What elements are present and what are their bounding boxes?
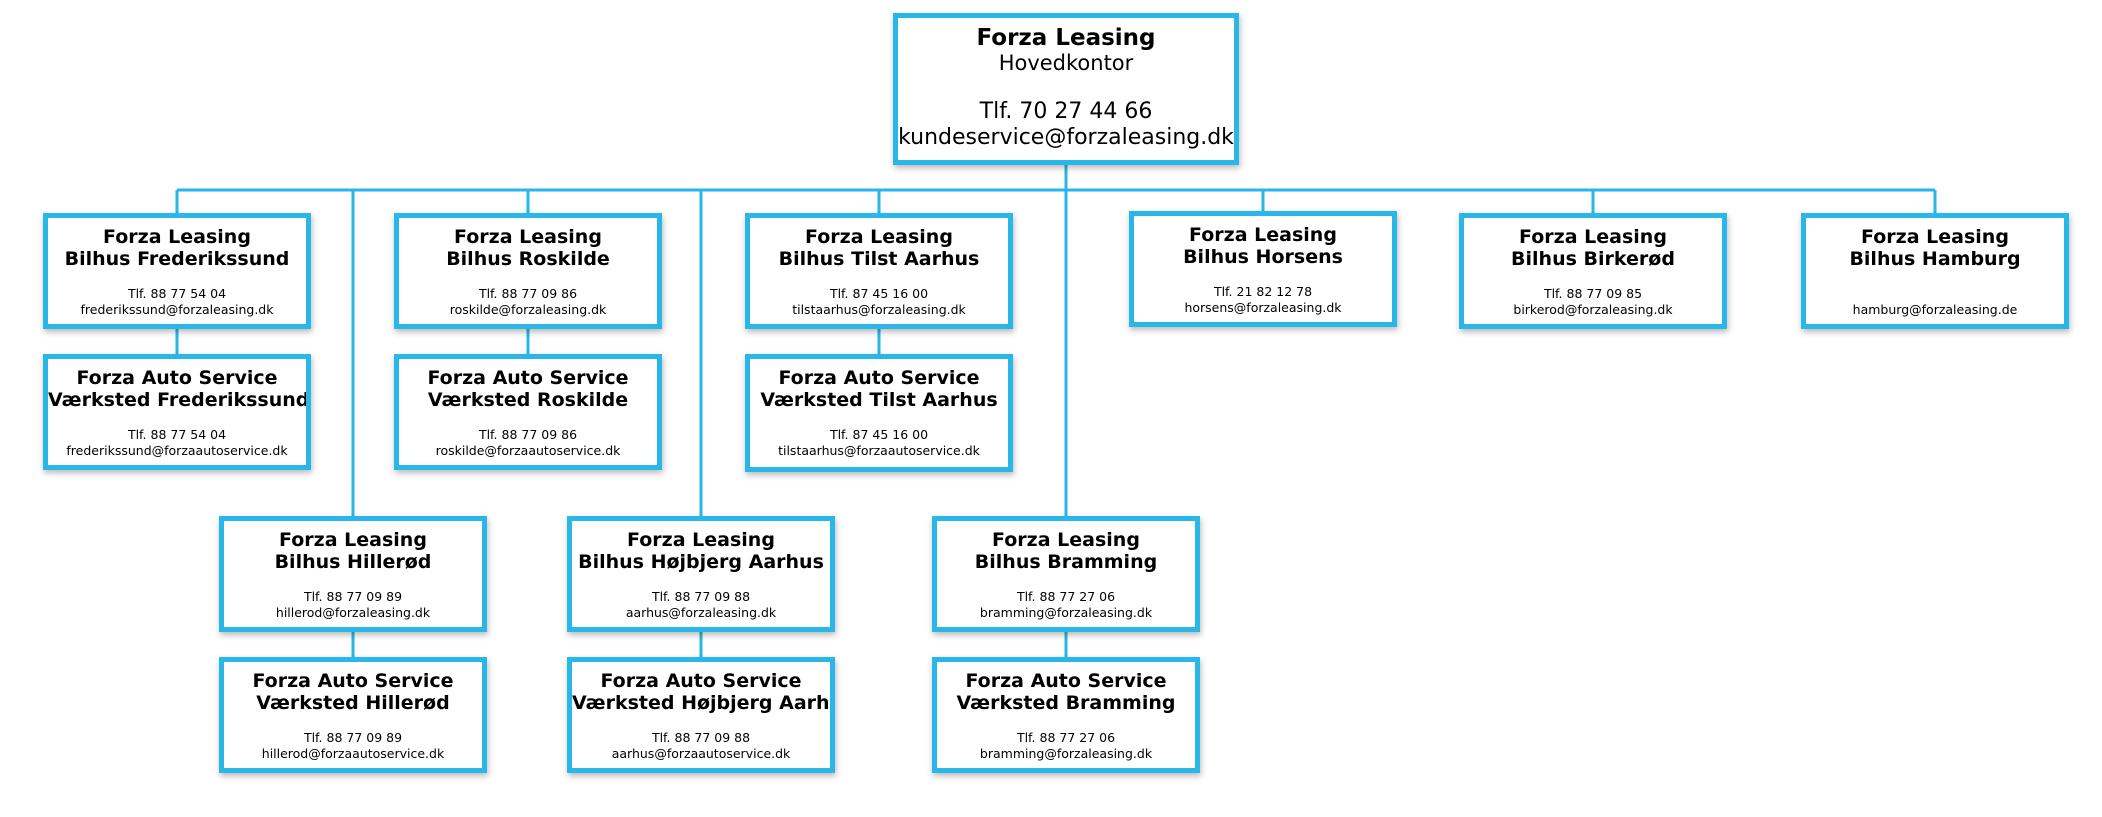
node-phone: Tlf. 88 77 54 04 (127, 427, 227, 442)
node-bilhus-hojbjerg-aarhus: Forza Leasing Bilhus Højbjerg Aarhus Tlf… (567, 516, 835, 632)
node-phone: Tlf. 88 77 09 88 (651, 730, 751, 745)
node-branch-name: Værksted Højbjerg Aarhus (572, 692, 835, 714)
node-phone: Tlf. 87 45 16 00 (829, 427, 929, 442)
node-hq: Forza Leasing Hovedkontor Tlf. 70 27 44 … (893, 13, 1239, 165)
node-branch-name: Bilhus Hillerød (274, 551, 432, 573)
node-branch-name: Værksted Hillerød (256, 692, 450, 714)
node-company-name: Forza Leasing (103, 226, 251, 248)
node-phone: Tlf. 88 77 09 86 (478, 286, 578, 301)
node-email: kundeservice@forzaleasing.dk (898, 125, 1234, 150)
node-branch-name: Bilhus Horsens (1183, 246, 1343, 268)
node-phone: Tlf. 88 77 27 06 (1016, 730, 1116, 745)
node-email: bramming@forzaleasing.dk (979, 605, 1153, 620)
node-company-name: Forza Auto Service (76, 367, 278, 389)
node-email: frederikssund@forzaleasing.dk (80, 302, 274, 317)
node-branch-name: Værksted Roskilde (427, 389, 629, 411)
node-company-name: Forza Auto Service (965, 670, 1167, 692)
node-bilhus-horsens: Forza Leasing Bilhus Horsens Tlf. 21 82 … (1129, 211, 1397, 327)
node-branch-name: Bilhus Birkerød (1511, 248, 1675, 270)
node-vaerksted-tilst-aarhus: Forza Auto Service Værksted Tilst Aarhus… (745, 354, 1013, 472)
node-email: aarhus@forzaautoservice.dk (611, 746, 791, 761)
node-branch-name: Bilhus Tilst Aarhus (778, 248, 980, 270)
node-phone: Tlf. 88 77 27 06 (1016, 589, 1116, 604)
node-vaerksted-hojbjerg-aarhus: Forza Auto Service Værksted Højbjerg Aar… (567, 657, 835, 773)
node-bilhus-hamburg: Forza Leasing Bilhus Hamburg hamburg@for… (1801, 213, 2069, 329)
node-vaerksted-roskilde: Forza Auto Service Værksted Roskilde Tlf… (394, 354, 662, 470)
node-company-name: Forza Auto Service (252, 670, 454, 692)
node-phone: Tlf. 88 77 09 85 (1543, 286, 1643, 301)
node-phone: Tlf. 88 77 09 88 (651, 589, 751, 604)
node-bilhus-roskilde: Forza Leasing Bilhus Roskilde Tlf. 88 77… (394, 213, 662, 329)
node-bilhus-birkerod: Forza Leasing Bilhus Birkerød Tlf. 88 77… (1459, 213, 1727, 329)
node-branch-name: Værksted Bramming (956, 692, 1176, 714)
node-company-name: Forza Leasing (627, 529, 775, 551)
node-email: birkerod@forzaleasing.dk (1513, 302, 1673, 317)
node-email: tilstaarhus@forzaautoservice.dk (778, 443, 980, 458)
node-company-name: Forza Auto Service (600, 670, 802, 692)
node-phone: Tlf. 70 27 44 66 (979, 99, 1153, 124)
node-branch-name: Bilhus Frederikssund (64, 248, 290, 270)
node-branch-name: Værksted Tilst Aarhus (760, 389, 998, 411)
node-email: hillerod@forzaautoservice.dk (261, 746, 445, 761)
node-company-name: Forza Leasing (976, 25, 1156, 51)
node-vaerksted-hillerod: Forza Auto Service Værksted Hillerød Tlf… (219, 657, 487, 773)
node-branch-name: Bilhus Hamburg (1849, 248, 2021, 270)
node-branch-name: Bilhus Højbjerg Aarhus (578, 551, 824, 573)
node-branch-name: Værksted Frederikssund (48, 389, 310, 411)
node-email: horsens@forzaleasing.dk (1184, 300, 1342, 315)
node-company-name: Forza Auto Service (427, 367, 629, 389)
node-phone: Tlf. 88 77 54 04 (127, 286, 227, 301)
node-phone: Tlf. 21 82 12 78 (1213, 284, 1313, 299)
node-bilhus-frederikssund: Forza Leasing Bilhus Frederikssund Tlf. … (43, 213, 311, 329)
node-bilhus-hillerod: Forza Leasing Bilhus Hillerød Tlf. 88 77… (219, 516, 487, 632)
node-phone: Tlf. 88 77 09 86 (478, 427, 578, 442)
node-email: aarhus@forzaleasing.dk (625, 605, 777, 620)
node-email: hillerod@forzaleasing.dk (275, 605, 431, 620)
node-branch-name: Bilhus Bramming (974, 551, 1158, 573)
node-email: roskilde@forzaleasing.dk (449, 302, 607, 317)
node-branch-name: Bilhus Roskilde (446, 248, 610, 270)
node-phone: Tlf. 87 45 16 00 (829, 286, 929, 301)
node-company-name: Forza Leasing (805, 226, 953, 248)
node-company-name: Forza Leasing (454, 226, 602, 248)
node-bilhus-bramming: Forza Leasing Bilhus Bramming Tlf. 88 77… (932, 516, 1200, 632)
node-phone: Tlf. 88 77 09 89 (303, 730, 403, 745)
node-company-name: Forza Leasing (279, 529, 427, 551)
node-email: tilstaarhus@forzaleasing.dk (792, 302, 966, 317)
node-vaerksted-frederikssund: Forza Auto Service Værksted Frederikssun… (43, 354, 311, 470)
node-company-name: Forza Leasing (1861, 226, 2009, 248)
node-email: bramming@forzaleasing.dk (979, 746, 1153, 761)
node-bilhus-tilst-aarhus: Forza Leasing Bilhus Tilst Aarhus Tlf. 8… (745, 213, 1013, 329)
node-email: roskilde@forzaautoservice.dk (435, 443, 621, 458)
node-email: hamburg@forzaleasing.de (1852, 302, 2018, 317)
node-vaerksted-bramming: Forza Auto Service Værksted Bramming Tlf… (932, 657, 1200, 773)
node-company-name: Forza Auto Service (778, 367, 980, 389)
node-company-name: Forza Leasing (1519, 226, 1667, 248)
node-email: frederikssund@forzaautoservice.dk (66, 443, 288, 458)
node-phone: Tlf. 88 77 09 89 (303, 589, 403, 604)
node-company-name: Forza Leasing (1189, 224, 1337, 246)
node-branch-name: Hovedkontor (998, 51, 1134, 75)
node-company-name: Forza Leasing (992, 529, 1140, 551)
